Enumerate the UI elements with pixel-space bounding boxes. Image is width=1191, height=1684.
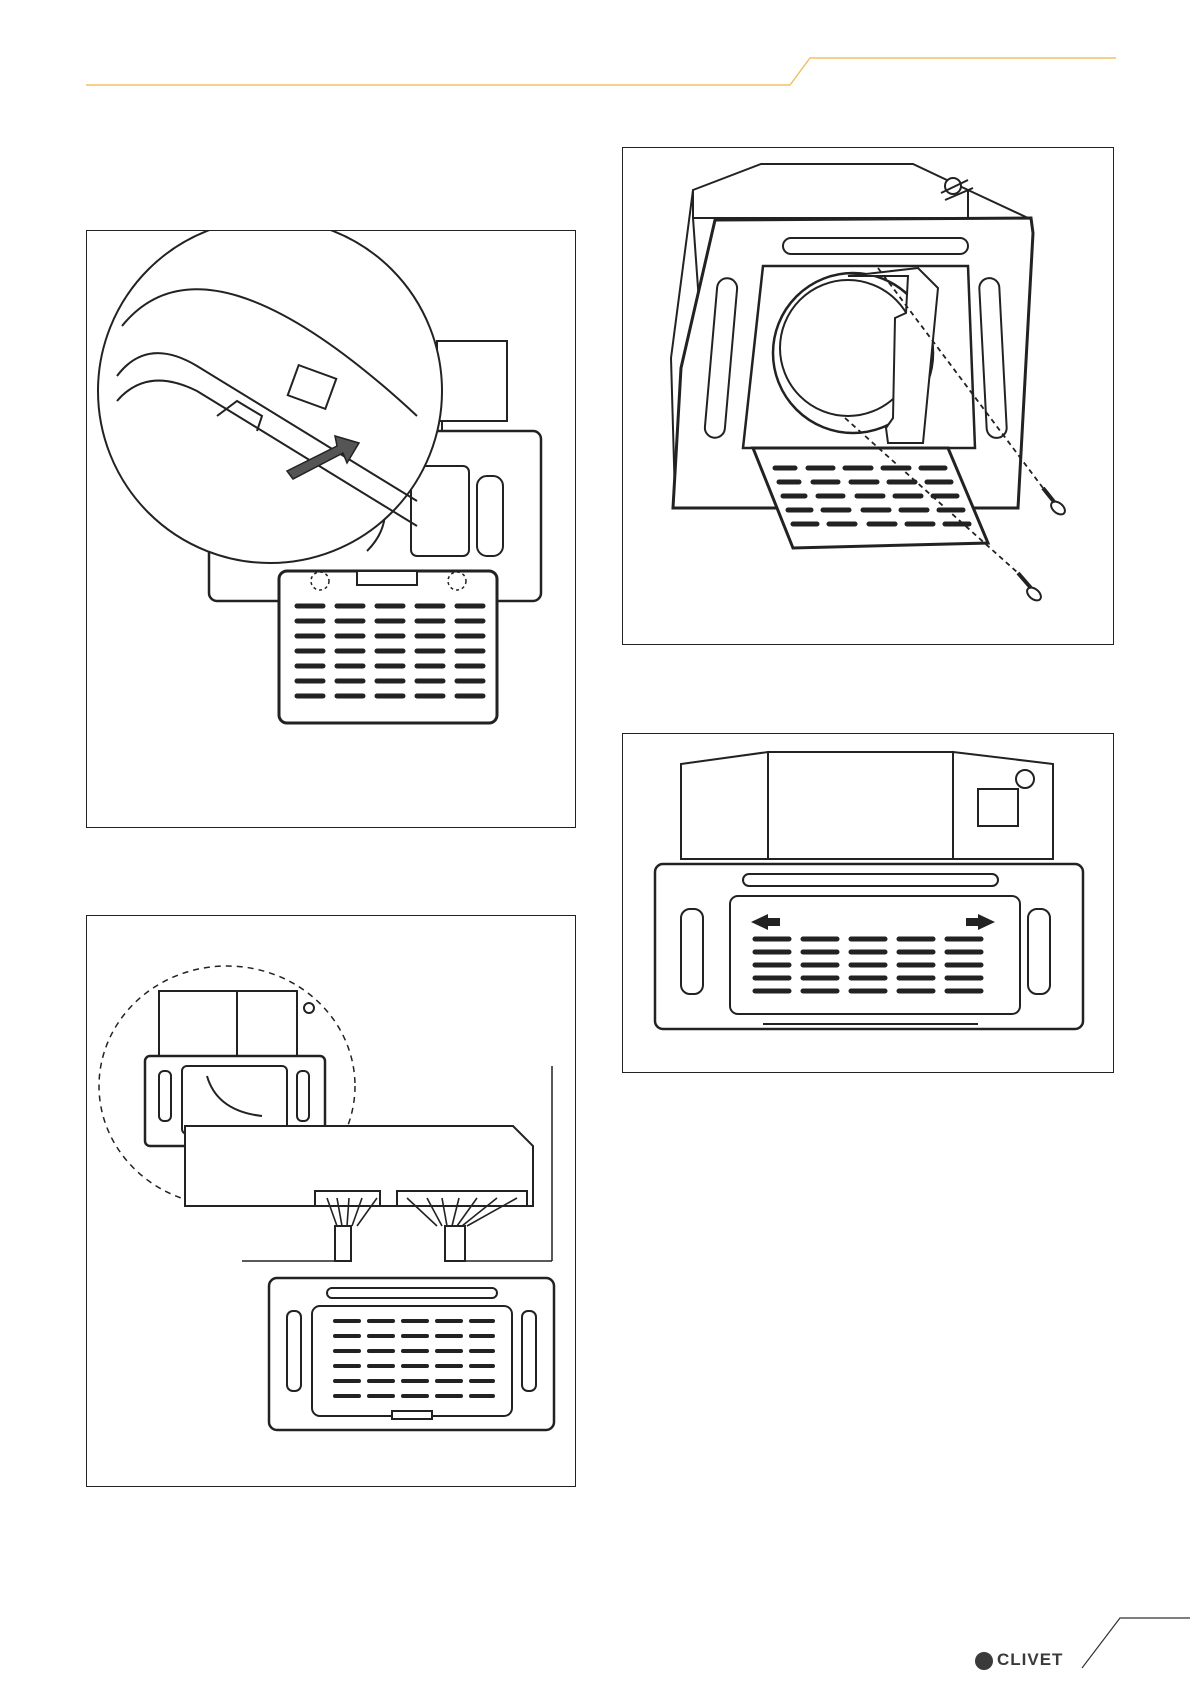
figure-grille-hook-detail: [86, 230, 576, 828]
figure-control-box-wiring: [86, 915, 576, 1487]
figure-closed-panel: [622, 733, 1114, 1073]
closed-panel-illustration: [623, 734, 1113, 1072]
control-box-wiring-illustration: [87, 916, 575, 1486]
grille-hook-detail-illustration: [87, 231, 575, 827]
panel-screw-fixing-illustration: [623, 148, 1113, 644]
header-accent-line: [0, 0, 1191, 100]
brand-logo-icon: [975, 1652, 993, 1670]
figure-panel-screw-fixing: [622, 147, 1114, 645]
footer-accent-line: [1080, 1610, 1191, 1670]
brand-logo: CLIVET: [975, 1650, 1085, 1672]
brand-name: CLIVET: [997, 1650, 1063, 1670]
